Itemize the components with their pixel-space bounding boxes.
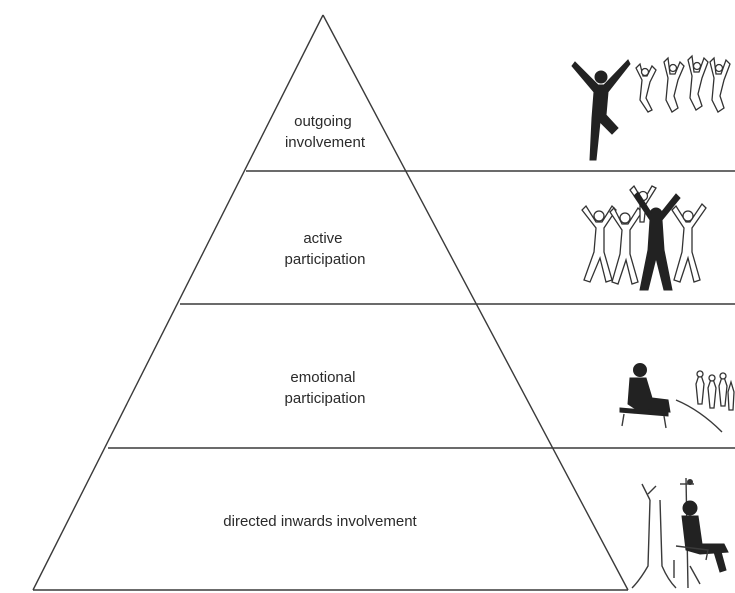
pyramid-right-edge xyxy=(322,14,629,591)
figure-alone-under-tree-icon xyxy=(631,477,729,589)
level-active-participation: active participation xyxy=(285,230,366,268)
group-arms-raised-icon xyxy=(581,184,707,291)
level-emotional-participation: emotional participation xyxy=(285,369,366,407)
pyramid-outline xyxy=(32,14,629,591)
level-dividers xyxy=(108,170,735,449)
pyramid-left-edge xyxy=(32,14,324,591)
level-labels: outgoing involvement active participatio… xyxy=(223,113,417,530)
jumping-figure-with-crowd-icon xyxy=(571,54,731,161)
seated-figure-watching-crowd-icon xyxy=(619,363,735,433)
level-outgoing-involvement: outgoing involvement xyxy=(285,113,366,151)
level-directed-inwards-involvement: directed inwards involvement xyxy=(223,513,417,530)
